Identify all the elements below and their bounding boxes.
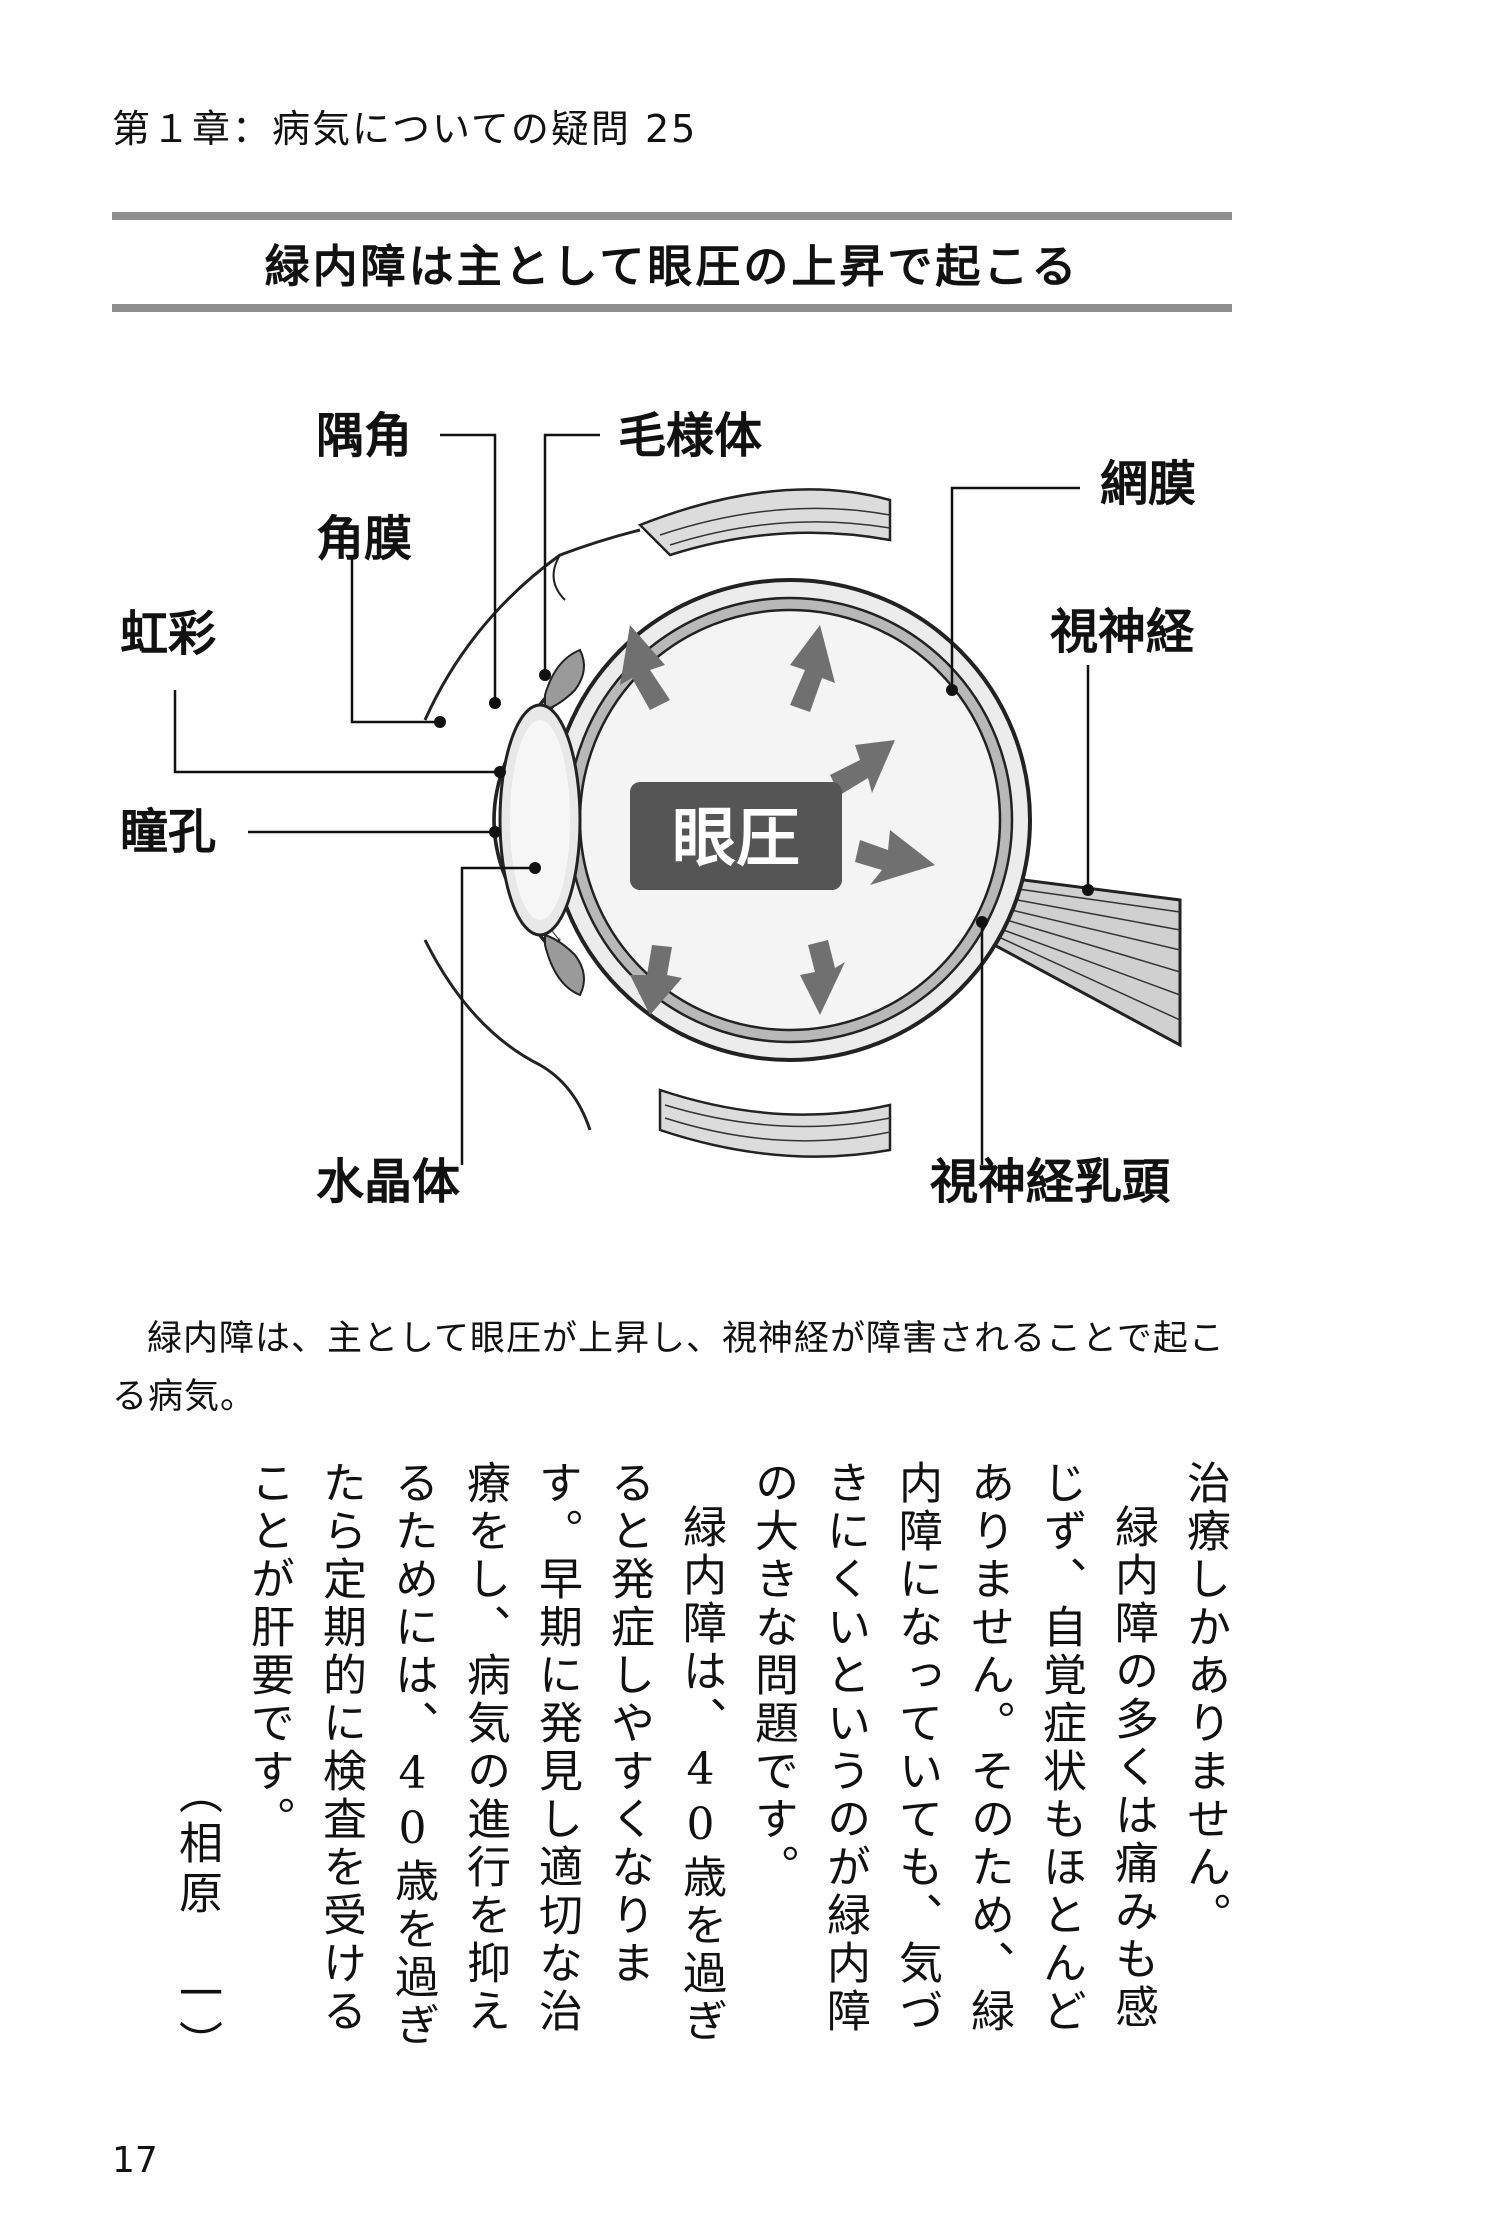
ciliary-body-top — [544, 648, 585, 712]
lower-eyelid — [423, 939, 592, 1131]
author-credit: （相原 一） — [171, 1770, 222, 2070]
vertical-body-text: 治療しかありません。 緑内障の多くは痛みも感じず、自覚症状もほとんどありません。… — [150, 1460, 1240, 2070]
leader-kakumaku — [350, 555, 440, 724]
leader-moumaku — [950, 486, 1080, 690]
ciliary-body-bottom — [544, 933, 585, 997]
chapter-header: 第１章：病気についての疑問 25 — [112, 107, 698, 151]
leader-kousai — [173, 690, 500, 774]
body-paragraph-3: 緑内障は、40歳を過ぎると発症しやすくなります。早期に発見し適切な治療をし、病気… — [243, 1460, 726, 2050]
label-suishoutai: 水晶体 — [316, 1154, 460, 1210]
label-doukou: 瞳孔 — [120, 804, 216, 860]
pressure-arrows — [620, 625, 935, 1015]
label-shishinkei: 視神経 — [1050, 604, 1195, 660]
figure-caption: 緑内障は、主として眼圧が上昇し、視神経が障害されることで起こる病気。 — [112, 1319, 1225, 1417]
leader-mouyoutai — [543, 433, 600, 675]
label-kousai: 虹彩 — [120, 606, 216, 662]
leader-suishoutai — [460, 866, 535, 1165]
label-nyuutou: 視神経乳頭 — [930, 1154, 1171, 1210]
body-paragraph-2: 緑内障の多くは痛みも感じず、自覚症状もほとんどありません。そのため、緑内障になっ… — [747, 1460, 1158, 2036]
label-kakumaku: 角膜 — [316, 511, 412, 567]
body-paragraph-1: 治療しかありません。 — [1179, 1460, 1230, 1940]
leader-guukaku — [440, 433, 497, 703]
section-title-box: 緑内障は主として眼圧の上昇で起こる — [112, 212, 1232, 312]
eye-diagram: 眼圧 隅角 毛様体 網膜 角膜 虹彩 — [0, 380, 1511, 1250]
pressure-label: 眼圧 — [672, 802, 800, 876]
page-number: 17 — [112, 2140, 158, 2181]
section-title: 緑内障は主として眼圧の上昇で起こる — [264, 239, 1080, 293]
label-mouyoutai: 毛様体 — [618, 408, 762, 464]
label-guukaku: 隅角 — [316, 408, 412, 464]
upper-eyelid — [423, 528, 641, 721]
pressure-badge — [630, 782, 842, 890]
label-moumaku: 網膜 — [1100, 456, 1196, 512]
eye-muscle-top — [637, 488, 892, 557]
